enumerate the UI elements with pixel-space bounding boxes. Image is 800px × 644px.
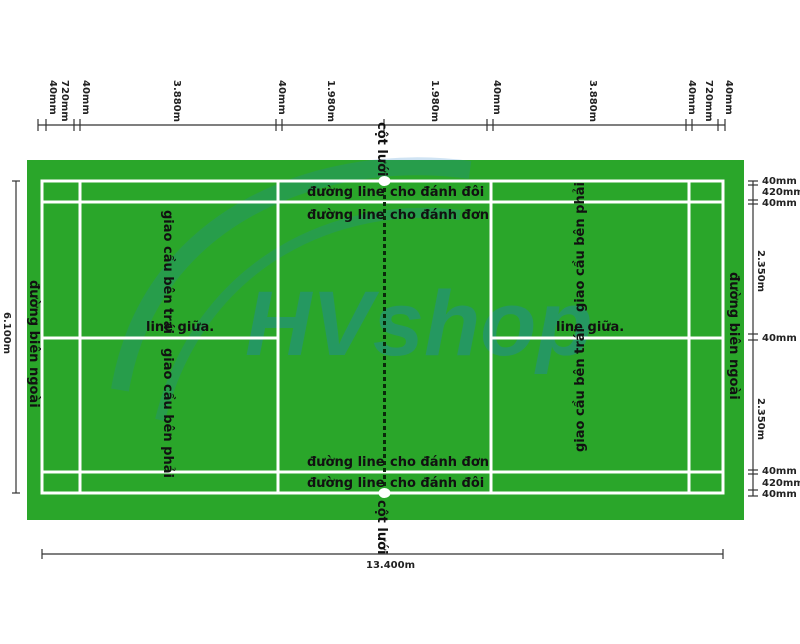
singles-line-label-top-left: đường line xyxy=(307,208,385,223)
top-dim-8: 40mm xyxy=(491,80,502,115)
right-dim-5: 40mm xyxy=(762,333,797,344)
net-post-label-top: cột lưới xyxy=(374,122,389,176)
top-dim-12: 40mm xyxy=(723,80,734,115)
top-dim-9: 3.880m xyxy=(587,80,598,122)
doubles-line-label-top-right: cho đánh đôi xyxy=(390,185,484,200)
serve-left-label-left-court: giao cầu bên trái xyxy=(160,210,175,334)
singles-line-label-top-right: cho đánh đơn xyxy=(390,208,489,223)
right-dim-4: 2.350m xyxy=(755,250,766,292)
center-line-label-left: line giữa. xyxy=(146,320,214,335)
right-dimension-labels: 40mm 420mm 40mm 2.350m 40mm 2.350m 40mm … xyxy=(755,176,800,500)
singles-line-label-bottom-right: cho đánh đơn xyxy=(390,455,489,470)
top-dim-3: 40mm xyxy=(80,80,91,115)
top-dim-7: 1.980m xyxy=(429,80,440,122)
outer-boundary-label-left: đường biên ngoài xyxy=(26,280,41,408)
length-dimension: 13.400m xyxy=(41,549,724,571)
serve-right-label-left-court: giao cầu bên phải xyxy=(160,348,175,478)
right-dim-6: 2.350m xyxy=(755,398,766,440)
net-post-label-bottom: cột lưới xyxy=(374,500,389,554)
right-dim-2: 420mm xyxy=(762,187,800,198)
right-dim-3: 40mm xyxy=(762,198,797,209)
width-dimension: 6.100m xyxy=(1,180,20,494)
top-dimension-ruler xyxy=(37,119,726,131)
top-dim-11: 720mm xyxy=(703,80,714,122)
serve-left-label-right-court: giao cầu bên trái xyxy=(573,328,588,452)
doubles-line-label-bottom-right: cho đánh đôi xyxy=(390,476,484,491)
width-dim-label: 6.100m xyxy=(1,312,12,354)
watermark-text: HVshop xyxy=(245,273,593,375)
top-dimension-labels: 40mm 720mm 40mm 3.880m 40mm 1.980m 1.980… xyxy=(47,80,734,122)
net-post-top xyxy=(378,176,391,186)
top-dim-1: 40mm xyxy=(47,80,58,115)
watermark-logo: HVshop xyxy=(111,157,593,422)
length-dim-label: 13.400m xyxy=(366,560,415,571)
net-post-bottom xyxy=(378,488,391,498)
center-line-label-right: line giữa. xyxy=(556,320,624,335)
top-dim-2: 720mm xyxy=(59,80,70,122)
right-dim-8: 420mm xyxy=(762,478,800,489)
top-dim-10: 40mm xyxy=(686,80,697,115)
right-dimension-ruler xyxy=(748,180,758,497)
singles-line-label-bottom-left: đường line xyxy=(307,455,385,470)
right-dim-9: 40mm xyxy=(762,489,797,500)
top-dim-6: 1.980m xyxy=(325,80,336,122)
right-dim-1: 40mm xyxy=(762,176,797,187)
doubles-line-label-top-left: đường line xyxy=(307,185,385,200)
serve-right-label-right-court: giao cầu bên phải xyxy=(573,182,588,312)
right-dim-7: 40mm xyxy=(762,466,797,477)
doubles-line-label-bottom-left: đường line xyxy=(307,476,385,491)
top-dim-5: 40mm xyxy=(276,80,287,115)
outer-boundary-label-right: đường biên ngoài xyxy=(726,272,741,400)
top-dim-4: 3.880m xyxy=(171,80,182,122)
